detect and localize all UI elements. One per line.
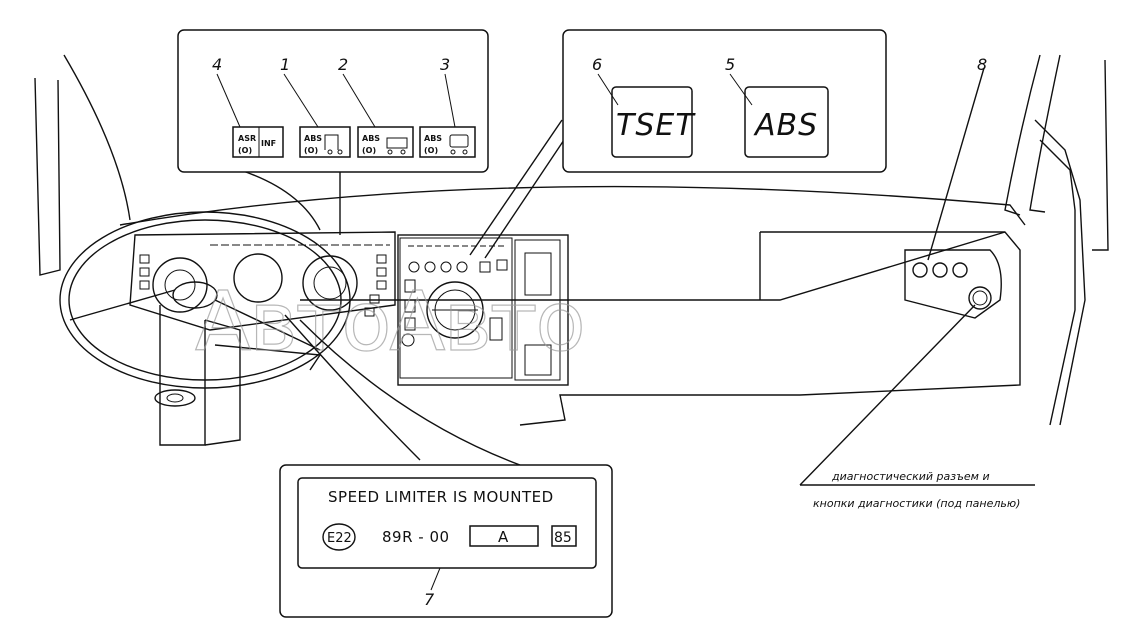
svg-text:ABS: ABS	[424, 134, 442, 143]
plate-title: SPEED LIMITER IS MOUNTED	[328, 488, 554, 506]
display-abs: ABS	[744, 86, 829, 158]
display-tset: TSET	[611, 86, 696, 158]
svg-text:6: 6	[592, 55, 602, 74]
svg-text:7: 7	[424, 590, 435, 609]
svg-text:4: 4	[212, 55, 222, 74]
svg-text:ABS: ABS	[753, 108, 818, 143]
svg-text:(O): (O)	[424, 146, 438, 155]
lamp-abs-truck: ABS (O)	[357, 126, 414, 158]
diagnostic-panel	[904, 249, 1002, 319]
leader-lines	[239, 67, 1035, 486]
svg-text:3: 3	[440, 55, 450, 74]
instrument-cluster	[129, 231, 396, 331]
svg-text:8: 8	[977, 55, 987, 74]
svg-text:2: 2	[338, 55, 348, 74]
svg-text:INF: INF	[261, 139, 276, 148]
caption-line1: диагностический разъем и	[831, 470, 990, 483]
watermark: АвтоАвто	[195, 275, 584, 370]
svg-text:1: 1	[280, 55, 290, 74]
callouts-left: 4 1 2 3	[212, 55, 456, 128]
plate-mark: E22	[327, 531, 352, 546]
svg-text:(O): (O)	[362, 146, 376, 155]
svg-text:(O): (O)	[238, 146, 252, 155]
steering-wheel	[59, 211, 351, 446]
lamp-abs-trailer: ABS (O)	[299, 126, 351, 158]
svg-text:(O): (O)	[304, 146, 318, 155]
svg-text:5: 5	[725, 55, 735, 74]
lamp-asr-inf: ASR INF (O)	[232, 126, 284, 158]
cab-outline	[34, 54, 1109, 426]
callouts-right: 6 5 8	[592, 55, 987, 106]
plate-boxed: A	[498, 528, 509, 546]
svg-text:ASR: ASR	[238, 134, 256, 143]
lamp-abs-bus: ABS (O)	[419, 126, 476, 158]
svg-text:TSET: TSET	[616, 108, 696, 143]
svg-text:ABS: ABS	[362, 134, 380, 143]
diagnostic-caption: диагностический разъем и кнопки диагност…	[813, 470, 1020, 510]
svg-text:ABS: ABS	[304, 134, 322, 143]
speed-limiter-plate: SPEED LIMITER IS MOUNTED E22 89R - 00 A …	[279, 464, 613, 618]
plate-speed: 85	[554, 530, 572, 546]
caption-line2: кнопки диагностики (под панелью)	[813, 497, 1020, 510]
plate-code: 89R - 00	[382, 528, 450, 546]
